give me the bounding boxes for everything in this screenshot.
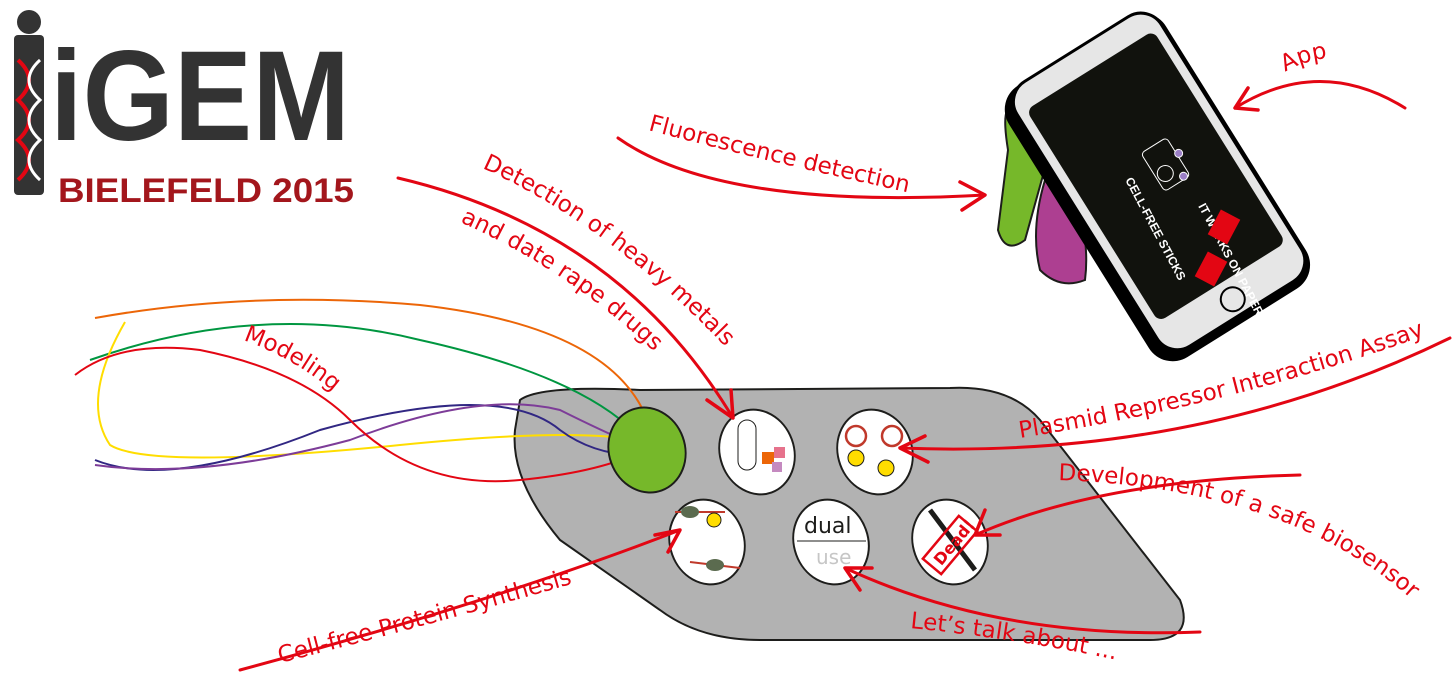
red-indicator	[1194, 251, 1228, 287]
cell-icon	[737, 419, 757, 471]
repressor-icon	[847, 449, 865, 467]
use-text: use	[816, 545, 851, 569]
logo-brand: iGEM	[50, 25, 350, 168]
plasmid-icon	[844, 424, 868, 448]
well-dual-use: dual use	[792, 498, 870, 586]
arrowhead-icon	[1233, 86, 1260, 112]
repressor-icon	[877, 459, 895, 477]
igem-logo: iGEM BIELEFELD 2015	[14, 10, 354, 210]
logo-subtitle: BIELEFELD 2015	[58, 172, 354, 210]
phone-app: CELL-FREE STICKS IT WORKS ON PAPER	[996, 11, 1311, 362]
arrow-plasmid	[898, 336, 1452, 451]
dual-text: dual	[804, 514, 852, 539]
label-plasmid-assay: Plasmid Repressor Interaction Assay	[1017, 317, 1427, 444]
arrowhead-icon	[653, 528, 682, 554]
arrow-heavy-metals	[396, 176, 735, 420]
arrowhead-icon	[705, 388, 735, 420]
well-plasmid-assay	[836, 408, 914, 496]
label-heavy-metals-line-2: and date rape drugs	[458, 204, 668, 356]
label-fluorescence-detection: Fluorescence detection	[646, 111, 912, 199]
dna-helix-strand	[27, 58, 43, 182]
well-cell-free-synthesis	[668, 498, 746, 586]
modeling-curves	[74, 298, 661, 483]
model-curve-red	[74, 346, 661, 483]
red-indicator	[1207, 209, 1241, 245]
plasmid-icon	[880, 424, 904, 448]
arrowhead-icon	[973, 508, 1002, 537]
metal-cube-icon	[772, 462, 782, 472]
arrowhead-icon	[958, 180, 987, 212]
arrow-app	[1233, 80, 1407, 110]
label-modeling: Modeling	[241, 321, 346, 396]
phone-screen	[1029, 33, 1283, 320]
well-modeling	[607, 406, 687, 494]
model-curve-yellow	[97, 321, 656, 459]
model-curve-orange	[94, 298, 656, 451]
label-app: App	[1276, 38, 1328, 77]
logo-tower-top	[17, 10, 41, 34]
arrow-cell-free	[238, 528, 682, 672]
strike-line	[928, 508, 977, 572]
arrow-biosensor	[973, 473, 1302, 537]
ribosome-icon	[706, 559, 724, 571]
home-button[interactable]	[1216, 283, 1249, 316]
cell-free-illustration-icon	[1141, 138, 1190, 191]
arrowhead-icon	[843, 566, 874, 592]
model-curve-purple	[94, 403, 661, 471]
well-safe-biosensor: Dead!	[911, 498, 989, 586]
label-heavy-metals: Detection of heavy metalsand date rape d…	[458, 150, 740, 356]
model-curve-green	[89, 323, 651, 451]
metal-cube-icon	[774, 447, 785, 458]
arrow-fluorescence	[616, 136, 987, 200]
arrow-lets-talk	[843, 566, 1202, 635]
arrowhead-icon	[898, 434, 930, 464]
metal-cube-icon	[762, 452, 774, 464]
arrows	[238, 80, 1452, 672]
protein-icon	[706, 512, 722, 528]
well-heavy-metals	[718, 408, 796, 496]
ribosome-icon	[681, 506, 699, 518]
